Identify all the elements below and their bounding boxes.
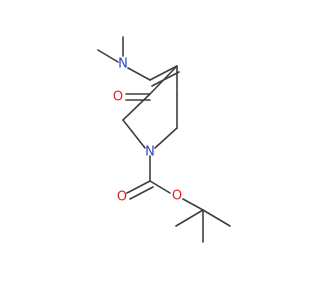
- bond-nme-methyl-left: [97, 49, 119, 63]
- bond-carbonyl-o-b: [129, 186, 154, 200]
- bond-ch-c4-a: [149, 65, 178, 81]
- bond-n-to-ch: [127, 67, 151, 81]
- structure-diagram: N O N O O: [97, 36, 231, 243]
- bond-carbonyl-o-a: [126, 180, 151, 194]
- bond-c3-c2: [122, 93, 151, 121]
- atom-o-ester: O: [172, 189, 182, 204]
- bond-c4-c3: [149, 65, 178, 95]
- bond-tbu-me-right: [202, 209, 231, 227]
- atom-n-dimethylamino: N: [118, 57, 128, 72]
- bond-tbu-me-left: [175, 209, 204, 227]
- bond-n1-c6: [154, 127, 178, 149]
- atom-n-ring: N: [145, 145, 155, 160]
- molecule-canvas: N O N O O: [97, 36, 231, 243]
- bond-carbonyl-oester: [149, 180, 171, 194]
- atom-o-ketone: O: [113, 90, 123, 105]
- bond-c2-n1: [122, 119, 146, 149]
- atom-o-carbonyl: O: [117, 190, 127, 205]
- bond-oester-tbu: [182, 198, 204, 211]
